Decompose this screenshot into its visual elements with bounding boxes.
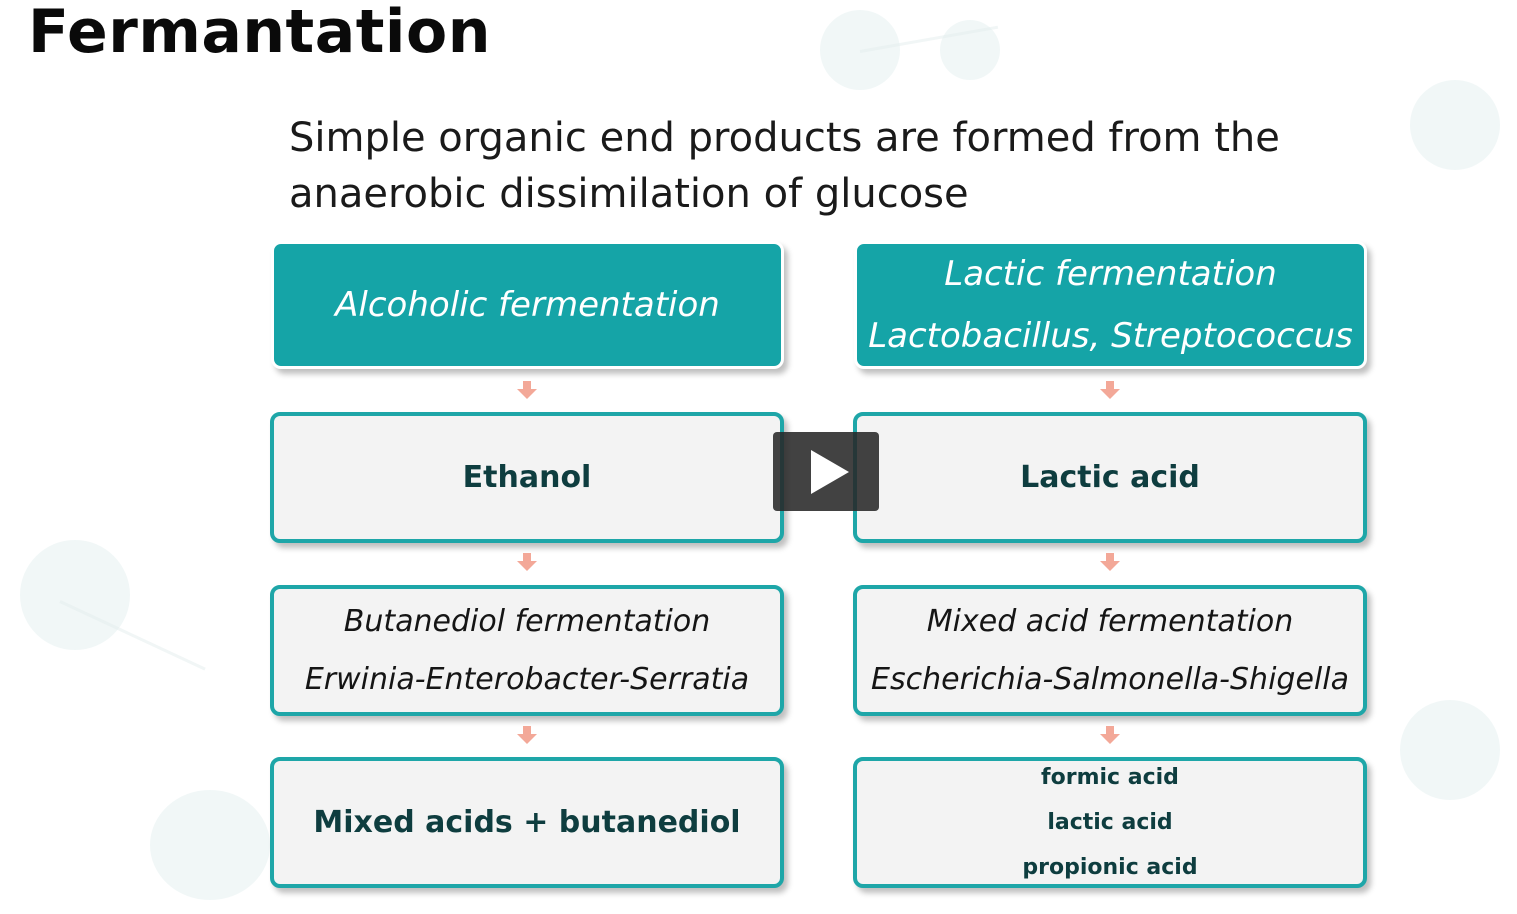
- background-decoration: [150, 790, 270, 900]
- end-product-item: formic acid: [1041, 765, 1179, 790]
- pathway-name: Butanediol fermentation: [343, 603, 711, 639]
- end-product-item: lactic acid: [1047, 810, 1173, 835]
- lactic-acid-label: Lactic acid: [1020, 460, 1200, 495]
- alcoholic-fermentation-header: Alcoholic fermentation: [271, 241, 784, 369]
- ethanol-box: Ethanol: [270, 412, 784, 543]
- end-product-item: propionic acid: [1022, 855, 1198, 880]
- header-organisms: Lactobacillus, Streptococcus: [868, 316, 1353, 356]
- pathway-organisms: Escherichia-Salmonella-Shigella: [871, 661, 1349, 697]
- background-decoration: [20, 540, 130, 650]
- play-button[interactable]: [773, 432, 879, 511]
- pathway-organisms: Erwinia-Enterobacter-Serratia: [304, 661, 750, 697]
- slide-subtitle: Simple organic end products are formed f…: [289, 115, 1280, 217]
- header-label: Alcoholic fermentation: [335, 285, 720, 325]
- mixed-acid-fermentation-box: Mixed acid fermentation Escherichia-Salm…: [853, 585, 1367, 716]
- header-label: Lactic fermentation: [944, 254, 1277, 294]
- play-icon[interactable]: [811, 449, 849, 494]
- lactic-fermentation-header: Lactic fermentation Lactobacillus, Strep…: [854, 241, 1367, 369]
- background-decoration: [1400, 700, 1500, 800]
- butanediol-fermentation-box: Butanediol fermentation Erwinia-Enteroba…: [270, 585, 784, 716]
- background-decoration: [1410, 80, 1500, 170]
- page-title: Fermantation: [28, 0, 491, 67]
- acid-products-box: formic acid lactic acid propionic acid: [853, 757, 1367, 888]
- lactic-acid-box: Lactic acid: [853, 412, 1367, 543]
- pathway-name: Mixed acid fermentation: [926, 603, 1294, 639]
- end-product-label: Mixed acids + butanediol: [313, 805, 741, 840]
- ethanol-label: Ethanol: [462, 460, 592, 495]
- mixed-acids-butanediol-box: Mixed acids + butanediol: [270, 757, 784, 888]
